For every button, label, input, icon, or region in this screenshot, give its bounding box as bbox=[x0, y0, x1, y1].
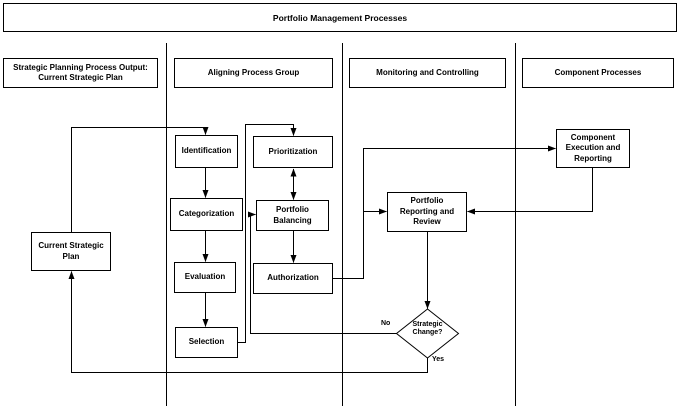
node-component-execution-reporting: Component Execution and Reporting bbox=[556, 129, 630, 168]
node-portfolio-balancing: Portfolio Balancing bbox=[256, 200, 329, 231]
column-header-component: Component Processes bbox=[522, 58, 674, 88]
node-evaluation: Evaluation bbox=[174, 262, 236, 293]
edge-csp-to-identification bbox=[71, 127, 209, 232]
decision-diamond-shape bbox=[395, 308, 460, 359]
decision-no-label: No bbox=[381, 320, 391, 327]
node-current-strategic-plan: Current Strategic Plan bbox=[31, 232, 111, 271]
decision-strategic-change-label: Strategic Change? bbox=[412, 321, 443, 337]
column-header-strategic-planning: Strategic Planning Process Output: Curre… bbox=[3, 58, 158, 88]
edge-decision-no-to-balancing bbox=[248, 211, 397, 334]
edge-authorization-to-component-execution bbox=[333, 145, 556, 279]
node-portfolio-reporting-review: Portfolio Reporting and Review bbox=[387, 192, 467, 232]
column-header-aligning: Aligning Process Group bbox=[174, 58, 333, 88]
node-authorization: Authorization bbox=[253, 263, 333, 294]
edge-selection-to-prioritization bbox=[238, 124, 297, 343]
decision-yes-label: Yes bbox=[432, 356, 445, 363]
node-selection: Selection bbox=[175, 327, 238, 358]
diagram-title: Portfolio Management Processes bbox=[3, 3, 677, 32]
edge-component-execution-to-portfolio-reporting bbox=[467, 168, 593, 215]
node-categorization: Categorization bbox=[170, 198, 243, 231]
column-header-monitoring: Monitoring and Controlling bbox=[349, 58, 506, 88]
edge-decision-yes-to-csp bbox=[68, 271, 428, 373]
node-identification: Identification bbox=[175, 135, 238, 168]
node-prioritization: Prioritization bbox=[253, 136, 333, 168]
